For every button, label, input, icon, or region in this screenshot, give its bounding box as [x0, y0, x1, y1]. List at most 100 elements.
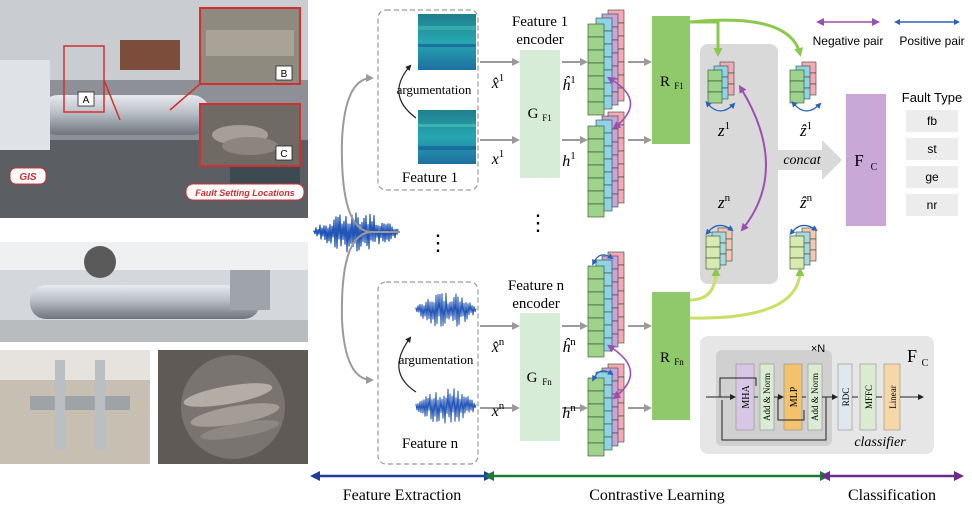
projector-r-f1 — [652, 16, 690, 144]
projector-r-f1-label: R — [660, 74, 670, 90]
featuren-waveform-aug — [415, 292, 477, 327]
encoder-g-f1-sub: F1 — [542, 113, 552, 123]
feature-stack-h1-hat — [587, 9, 625, 116]
concat-label: concat — [783, 153, 821, 168]
detail-title: F — [907, 346, 917, 366]
embedding-zn-hat — [789, 227, 817, 270]
projector-r-fn-label: R — [660, 350, 670, 366]
encoder-ellipsis: ⋮ — [527, 210, 549, 235]
feature-ellipsis: ⋮ — [427, 230, 449, 255]
callout-c-label: C — [280, 149, 287, 160]
fault-locations-tag — [185, 183, 305, 201]
detail-title-sub: C — [922, 358, 929, 369]
feature1-spectrogram — [418, 110, 476, 164]
classifier-fc-block — [846, 94, 886, 226]
encoder-g-fn-label: G — [527, 370, 538, 386]
encoder1-title-line2: encoder — [516, 32, 563, 48]
fault-locations-label: Fault Setting Locations — [195, 188, 295, 198]
signal-to-feature1-arrow — [340, 74, 374, 233]
encoder1-title-line1: Feature 1 — [512, 14, 568, 30]
encoder-g-fn — [520, 313, 560, 441]
feature1-spectrogram-aug — [418, 14, 476, 70]
callout-b-label: B — [281, 69, 288, 80]
classifier-fc-sub: C — [871, 162, 878, 173]
callout-a-frame — [63, 45, 121, 121]
projector-r-fn-sub: Fn — [674, 357, 684, 367]
callout-a-label: A — [83, 95, 90, 106]
add-norm-2-label: Add & Norm — [810, 373, 820, 421]
projector-r-f1-sub: F1 — [674, 81, 684, 91]
xn-label: xn — [491, 400, 505, 420]
negative-pair-arc-top-stacks — [606, 76, 632, 130]
mffc-label: MFFC — [864, 385, 874, 409]
x1-label: x1 — [491, 148, 505, 168]
encodern-title-line2: encoder — [512, 296, 559, 312]
stage-contrastive-label: Contrastive Learning — [589, 487, 725, 504]
raw-signal-waveform — [313, 212, 399, 253]
detail-flow-lines — [706, 377, 924, 441]
encoder-g-f1-label: G — [528, 106, 539, 122]
concat-arrow — [778, 140, 842, 180]
positive-pair-arc-z1hat — [791, 100, 822, 112]
mlp-label: MLP — [789, 386, 800, 407]
stage-extraction-label: Feature Extraction — [343, 487, 462, 504]
mha-label: MHA — [741, 385, 752, 409]
fault-type-title: Fault Type — [902, 90, 962, 105]
embedding-z1-hat — [789, 61, 817, 104]
stage-classification-label: Classification — [848, 487, 936, 504]
rfn-to-zn-arrow — [689, 267, 721, 302]
feature1-augment-arrow — [398, 64, 417, 119]
z1-label: z1 — [717, 120, 730, 140]
linear-label: Linear — [888, 385, 898, 408]
featuren-waveform — [415, 388, 477, 424]
signal-to-featuren-arrow — [340, 231, 374, 384]
fault-type-box — [906, 166, 958, 188]
feature1-name: Feature 1 — [402, 170, 458, 186]
positive-pair-arc-z1 — [705, 100, 736, 112]
hn-label: hn — [562, 402, 576, 422]
encoder-g-fn-sub: Fn — [542, 377, 552, 387]
featuren-dashed-box — [377, 281, 479, 465]
negative-pair-arc-bottom-stacks — [607, 344, 632, 400]
z1-hat-label: ẑ1 — [799, 120, 812, 140]
rf1-to-z1hat-arrow — [689, 18, 803, 57]
hn-hat-label: ĥn — [562, 336, 576, 356]
rdc-label: RDC — [841, 388, 851, 407]
gis-label: GIS — [19, 172, 37, 183]
feature-stack-hn-hat — [587, 251, 625, 358]
fault-type-box — [906, 194, 958, 216]
fault-type-box — [906, 110, 958, 132]
repeat-n-label: ×N — [811, 343, 825, 355]
encodern-title-line1: Feature n — [508, 278, 565, 294]
h1-label: h1 — [562, 150, 576, 170]
positive-pair-arc-znhat — [789, 224, 818, 236]
projector-r-fn — [652, 292, 690, 420]
featuren-augment-arrow — [398, 336, 417, 393]
featuren-augment-label: argumentation — [399, 352, 474, 367]
featuren-name: Feature n — [402, 436, 459, 452]
legend-negative-label: Negative pair — [813, 34, 884, 48]
encoder-g-f1 — [520, 50, 560, 178]
gis-tag — [9, 167, 47, 185]
legend-positive-label: Positive pair — [899, 34, 964, 48]
feature1-dashed-box — [377, 9, 479, 191]
gis-photo-overview — [0, 242, 308, 342]
callout-b-inset — [169, 7, 301, 111]
callout-c-inset — [199, 103, 301, 167]
feature1-augment-label: argumentation — [397, 82, 472, 97]
negative-pair-arc-embedding — [738, 84, 767, 232]
fault-type-label: nr — [927, 198, 938, 212]
positive-pair-arc-stack-nb — [592, 369, 614, 382]
fault-type-label: st — [927, 142, 937, 156]
fault-type-label: ge — [925, 170, 939, 184]
fault-type-box — [906, 138, 958, 160]
xn-hat-label: x̂n — [491, 336, 505, 356]
positive-pair-arc-zn — [705, 224, 734, 236]
feature-stack-hn — [587, 363, 625, 457]
fault-type-label: fb — [927, 114, 937, 128]
x1-hat-label: x̂1 — [491, 72, 505, 92]
add-norm-1-label: Add & Norm — [762, 373, 772, 421]
bolt-photo — [0, 350, 150, 464]
zn-label: zn — [717, 192, 731, 212]
feature-stack-h1 — [587, 111, 625, 218]
